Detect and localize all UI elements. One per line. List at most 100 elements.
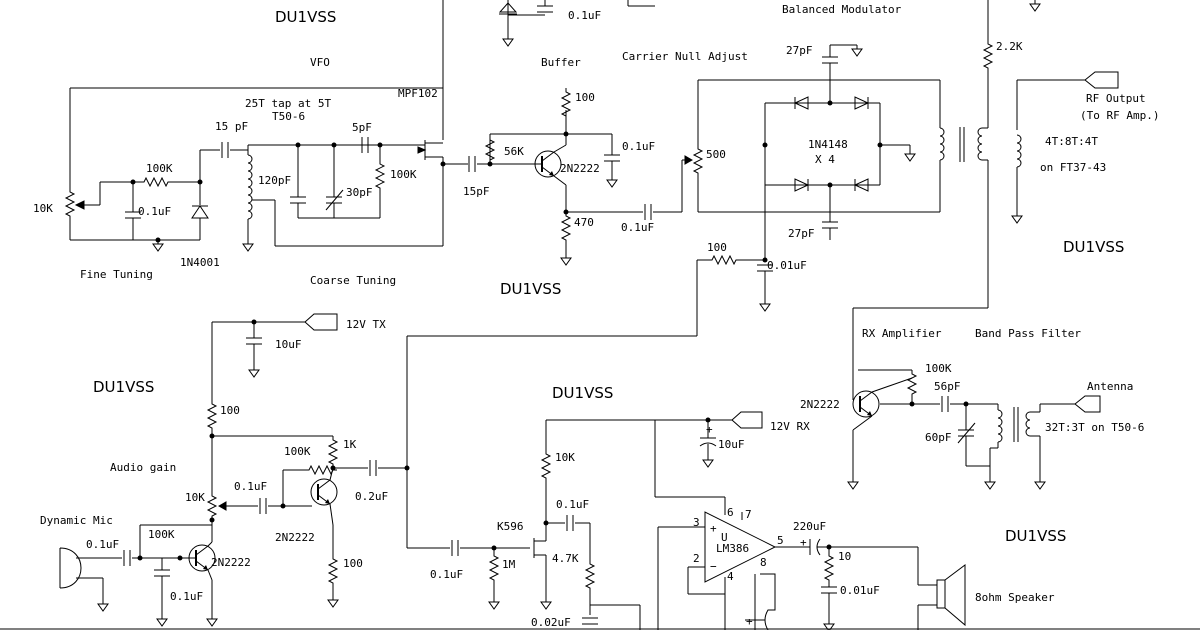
label-c-buffer-out: 0.1uF: [621, 221, 654, 234]
lm386-amplifier: + − U LM386 3 2 6 7 4 8 5 + + 220uF 10: [657, 506, 966, 630]
watermark-right: DU1VSS: [1063, 238, 1124, 256]
label-pin-2: 2: [693, 552, 700, 565]
label-r-100-mic2: 100: [343, 557, 363, 570]
label-r-4-7k: 4.7K: [552, 552, 579, 565]
label-r-1k: 1K: [343, 438, 357, 451]
antenna-connector: [1074, 395, 1101, 413]
label-r-56k: 56K: [504, 145, 524, 158]
label-q-k596: K596: [497, 520, 524, 533]
label-r-100-carrier: 100: [707, 241, 727, 254]
watermark-mid: DU1VSS: [552, 384, 613, 402]
top-zener-stage: 0.1uF: [442, 0, 1041, 140]
label-r-10: 10: [838, 550, 851, 563]
label-r-100-tx: 100: [220, 404, 240, 417]
label-pin-3: 3: [693, 516, 700, 529]
label-c-15pf-buffer: 15pF: [463, 185, 490, 198]
label-r-100k-fine: 100K: [146, 162, 173, 175]
label-c-001uf-zobel: 0.01uF: [840, 584, 880, 597]
watermark-top: DU1VSS: [275, 8, 336, 26]
label-c-gain: 0.1uF: [234, 480, 267, 493]
label-c-002uf: 0.02uF: [531, 616, 571, 629]
label-q-2n2222-rx: 2N2222: [800, 398, 840, 411]
label-coarse-tuning: Coarse Tuning: [310, 274, 396, 287]
label-speaker: 8ohm Speaker: [975, 591, 1055, 604]
tx-mic-amp: 12V TX 10uF 100 1K 10K 0.1uF 2N2222: [59, 313, 410, 627]
balanced-modulator: 500 27pF 1N4148 X 4 27pF: [406, 0, 1023, 548]
label-c-30pf: 30pF: [346, 186, 373, 199]
label-c-10uf-tx: 10uF: [275, 338, 302, 351]
label-top-cap: 0.1uF: [568, 9, 601, 22]
label-plus-220uf: +: [800, 536, 807, 549]
label-plus-10uf-rx: +: [706, 423, 713, 436]
label-r-10k-rx: 10K: [555, 451, 575, 464]
12v-rx-connector: [731, 411, 763, 429]
label-audio-gain: Audio gain: [110, 461, 176, 474]
speaker-symbol: [936, 579, 946, 609]
label-q-2n2222-buffer: 2N2222: [560, 162, 600, 175]
label-c-buffer-bypass: 0.1uF: [622, 140, 655, 153]
label-pot-10k-gain: 10K: [185, 491, 205, 504]
label-r-100k-gate: 100K: [390, 168, 417, 181]
watermark-left: DU1VSS: [93, 378, 154, 396]
label-c-60pf: 60pF: [925, 431, 952, 444]
label-12v-rx: 12V RX: [770, 420, 810, 433]
label-pot-10k: 10K: [33, 202, 53, 215]
label-c-mic-in: 0.1uF: [86, 538, 119, 551]
label-r-1m: 1M: [502, 558, 516, 571]
label-12v-tx: 12V TX: [346, 318, 386, 331]
label-c-02uf: 0.2uF: [355, 490, 388, 503]
label-pot-500: 500: [706, 148, 726, 161]
label-r-100k-mic2: 100K: [284, 445, 311, 458]
label-carrier-null-adjust: Carrier Null Adjust: [622, 50, 748, 63]
label-c-10uf-rx: 10uF: [718, 438, 745, 451]
rf-output-stage: 4T:8T:4T on FT37-43: [1011, 71, 1119, 224]
label-diode-count: X 4: [815, 153, 835, 166]
label-c-rx-in: 0.1uF: [430, 568, 463, 581]
label-pin-7: 7: [745, 508, 752, 521]
label-c-001-carrier: 0.01uF: [767, 259, 807, 272]
vfo-stage: 10K 100K 0.1uF 1N4001 15 pF 25: [33, 87, 468, 269]
label-coil-vfo-2: T50-6: [272, 110, 305, 123]
label-pin-6: 6: [727, 506, 734, 519]
label-c-15pf-vfo: 15 pF: [215, 120, 248, 133]
label-antenna: Antenna: [1087, 380, 1133, 393]
label-buffer: Buffer: [541, 56, 581, 69]
label-lm386-plus: +: [710, 522, 717, 535]
label-balanced-modulator: Balanced Modulator: [782, 3, 902, 16]
label-lm386-u: U: [721, 531, 728, 544]
12v-tx-connector: [304, 313, 338, 331]
label-plus-pin8-cap: +: [746, 615, 753, 628]
label-coil-out-2: on FT37-43: [1040, 161, 1106, 174]
label-pin-5: 5: [777, 534, 784, 547]
label-lm386-minus: −: [710, 560, 717, 573]
label-coil-vfo-1: 25T tap at 5T: [245, 97, 331, 110]
label-r-2-2k: 2.2K: [996, 40, 1023, 53]
label-rf-output-note: (To RF Amp.): [1080, 109, 1159, 122]
label-c-27pf-bottom: 27pF: [788, 227, 815, 240]
label-vfo: VFO: [310, 56, 330, 69]
watermark-bottom-right: DU1VSS: [1005, 527, 1066, 545]
label-dynamic-mic: Dynamic Mic: [40, 514, 113, 527]
label-r-100k-rx: 100K: [925, 362, 952, 375]
label-q-2n2222-mic2: 2N2222: [275, 531, 315, 544]
label-pin-4: 4: [727, 570, 734, 583]
rx-amplifier-stage: 2N2222 100K 56pF 60pF 32T:3T on T50-6: [800, 362, 1144, 490]
label-rx-amplifier: RX Amplifier: [862, 327, 942, 340]
lm386-symbol: [704, 511, 777, 583]
label-c-rx-couple: 0.1uF: [556, 498, 589, 511]
label-r-100-buffer: 100: [575, 91, 595, 104]
label-band-pass-filter: Band Pass Filter: [975, 327, 1081, 340]
label-c-fine: 0.1uF: [138, 205, 171, 218]
label-c-27pf-top: 27pF: [786, 44, 813, 57]
label-d-1n4148: 1N4148: [808, 138, 848, 151]
dynamic-mic-symbol: [59, 547, 82, 589]
rx-audio-stage: 0.1uF 1M K596 10K 0.1uF 4.7K 0.02uF: [407, 411, 810, 630]
label-coil-bpf: 32T:3T on T50-6: [1045, 421, 1144, 434]
label-r-100k-mic1: 100K: [148, 528, 175, 541]
label-c-mic-bypass: 0.1uF: [170, 590, 203, 603]
label-coil-out-1: 4T:8T:4T: [1045, 135, 1098, 148]
label-fine-tuning: Fine Tuning: [80, 268, 153, 281]
label-c-5pf: 5pF: [352, 121, 372, 134]
label-rf-output: RF Output: [1086, 92, 1146, 105]
rf-output-connector: [1084, 71, 1119, 89]
